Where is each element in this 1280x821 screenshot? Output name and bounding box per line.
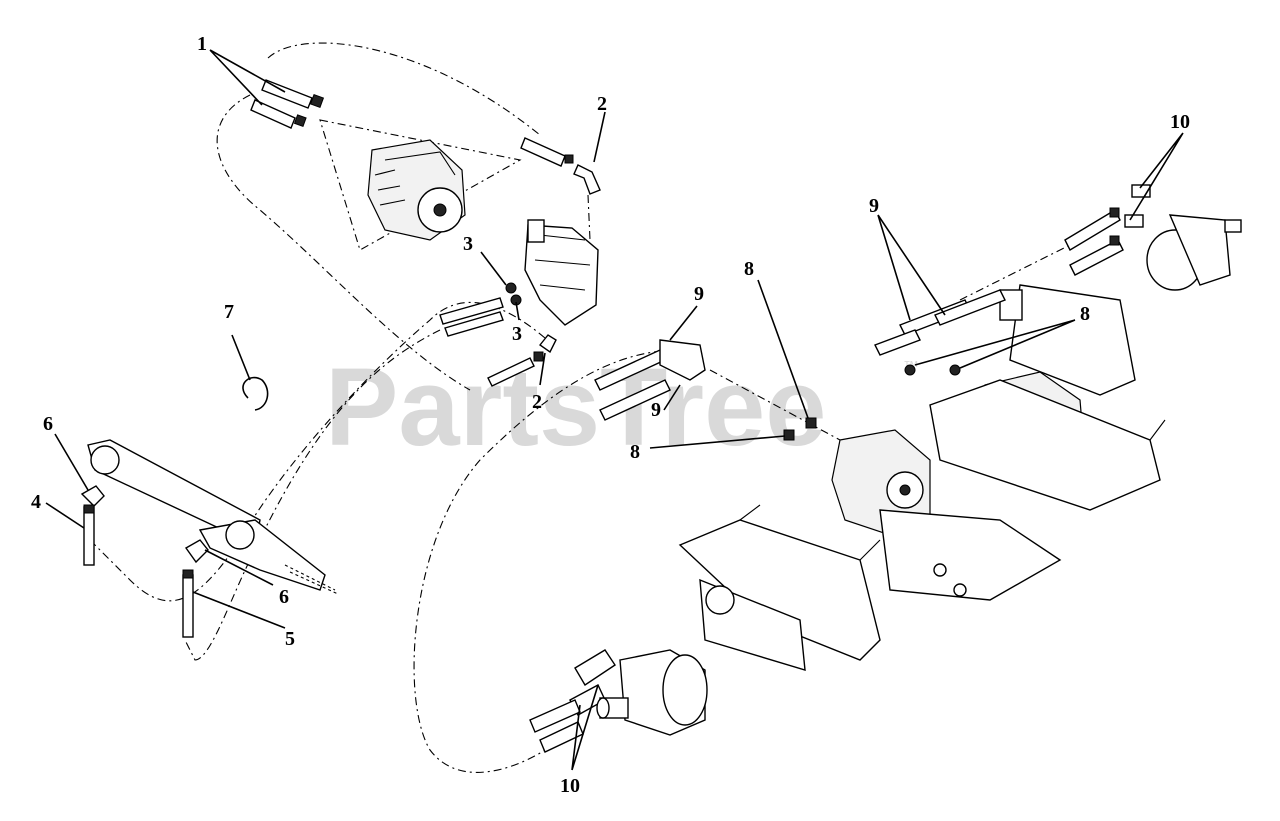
callouts: 1 2 3 3 2 7 6 4 6 5 9 9 8 8 9 8 10 10 bbox=[31, 33, 1190, 797]
left-axle-assembly bbox=[87, 439, 339, 595]
top-pump bbox=[367, 139, 466, 241]
callout-8-right: 8 bbox=[1080, 303, 1090, 325]
bottom-wheel-motor bbox=[529, 649, 708, 753]
callout-9-center-upper: 9 bbox=[694, 283, 704, 305]
callout-4: 4 bbox=[31, 491, 41, 513]
callout-7: 7 bbox=[224, 301, 234, 323]
callout-9-right: 9 bbox=[869, 195, 879, 217]
right-hoses bbox=[874, 209, 1124, 356]
leader-lines bbox=[45, 49, 1184, 771]
hose-clip bbox=[242, 376, 269, 411]
valve-block bbox=[524, 219, 599, 326]
callout-8-center-lower: 8 bbox=[630, 441, 640, 463]
fittings-center bbox=[439, 282, 557, 387]
right-wheel-motor bbox=[1109, 184, 1242, 291]
callout-3-lower: 3 bbox=[512, 323, 522, 345]
center-pump bbox=[831, 429, 931, 536]
callout-9-center-lower: 9 bbox=[651, 399, 661, 421]
callout-2-lower: 2 bbox=[532, 391, 542, 413]
watermark-text: PartsTree bbox=[325, 346, 826, 469]
elbow-fitting-upper bbox=[520, 137, 601, 195]
chassis-frame bbox=[678, 284, 1166, 671]
callout-8-center-upper: 8 bbox=[744, 258, 754, 280]
callout-3-upper: 3 bbox=[463, 233, 473, 255]
callout-1: 1 bbox=[197, 33, 207, 55]
callout-10-right: 10 bbox=[1170, 111, 1190, 133]
callout-6-left: 6 bbox=[43, 413, 53, 435]
center-hoses bbox=[594, 339, 706, 421]
callout-2-upper: 2 bbox=[597, 93, 607, 115]
callout-5: 5 bbox=[285, 628, 295, 650]
left-elbows-and-hoses bbox=[80, 485, 209, 638]
center-fittings bbox=[783, 417, 817, 441]
callout-6-right: 6 bbox=[279, 586, 289, 608]
watermark: PartsTree ™ bbox=[325, 346, 919, 469]
callout-10-bottom: 10 bbox=[560, 775, 580, 797]
right-fittings bbox=[904, 364, 961, 376]
